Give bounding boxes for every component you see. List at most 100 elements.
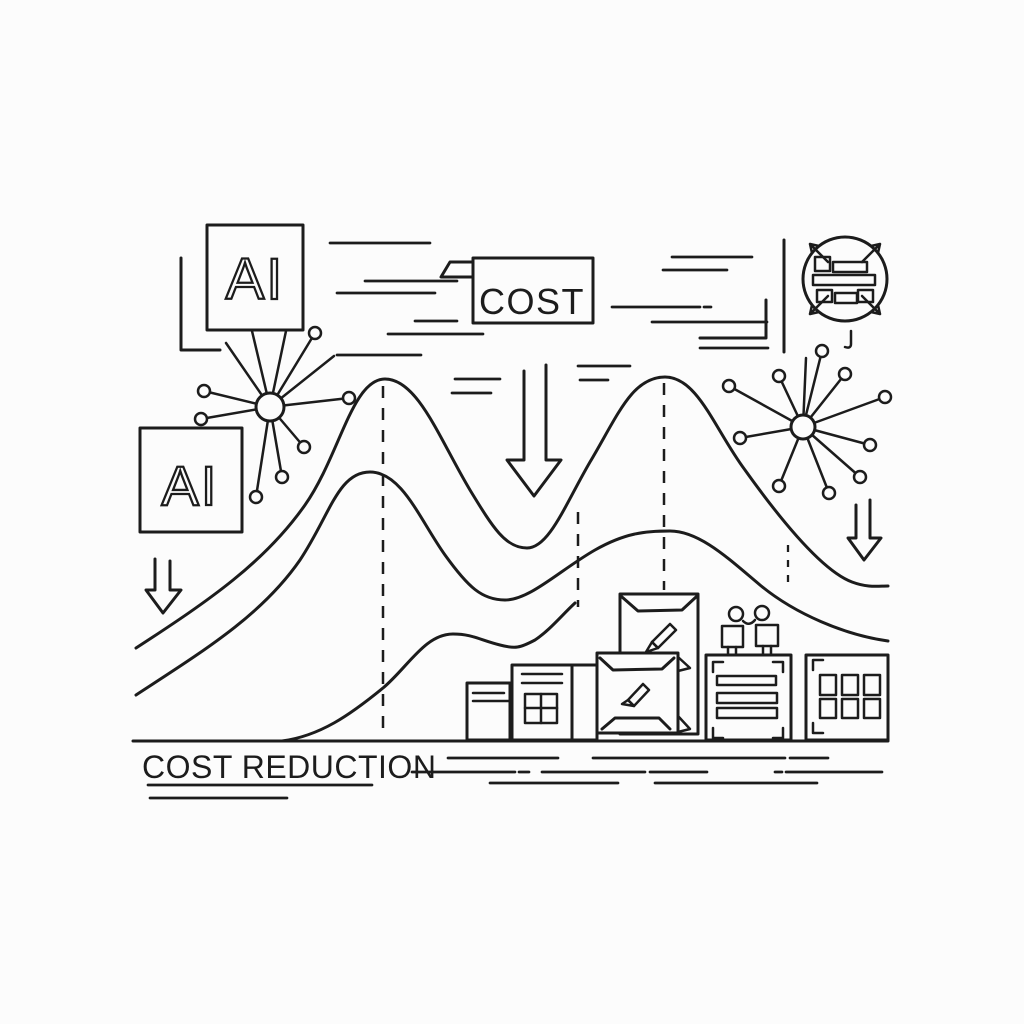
expand-arrow: [860, 294, 882, 316]
data-bar: [811, 273, 877, 287]
pencil-tip: [620, 698, 636, 708]
two-people-icon: [720, 604, 780, 657]
data-bar: [815, 288, 834, 304]
server-bar: [715, 706, 779, 720]
person-body: [754, 623, 780, 648]
person-arm: [741, 618, 757, 625]
speed-lines: [328, 241, 884, 785]
neuron-dot: [821, 485, 837, 501]
person-body: [720, 624, 745, 649]
corner-bracket: [711, 726, 725, 740]
ai-badge-label: AI: [226, 247, 285, 312]
j-mark: [843, 329, 853, 349]
corner-bracket: [771, 660, 785, 674]
person-head: [727, 605, 745, 623]
window-building: [510, 663, 599, 742]
envelope-flap: [620, 595, 698, 613]
window-cell: [818, 673, 838, 697]
envelope-flap-bottom: [600, 716, 672, 731]
down-arrow-small-left: [144, 557, 183, 615]
caption-block: COST REDUCTION: [142, 749, 436, 800]
corner-fold: [676, 714, 692, 734]
building-frame: [804, 653, 890, 742]
expand-arrows: [808, 242, 882, 316]
neuron-dot: [814, 343, 830, 359]
neuron-dot: [248, 489, 264, 505]
corner-bracket: [711, 660, 725, 674]
flag-fold: [439, 260, 475, 279]
neuron-icon-left: [193, 325, 357, 505]
server-building: [704, 604, 793, 742]
neuron-dot: [837, 366, 853, 382]
data-bar: [813, 255, 832, 273]
neuron-dot: [307, 325, 323, 341]
flag-frame: [471, 256, 595, 325]
neuron-dot: [732, 430, 748, 446]
circle-frame: [801, 235, 889, 323]
corner-bracket: [811, 658, 825, 672]
building-frame: [465, 681, 512, 742]
curve-bottom: [280, 601, 577, 743]
person-legs: [726, 644, 773, 657]
window-cell: [840, 697, 860, 720]
ai-badge-frame: [138, 426, 244, 534]
grid-building: [804, 653, 890, 742]
cost-label: COST: [479, 281, 585, 322]
curve-top: [134, 375, 890, 650]
pencil-icon: [644, 622, 678, 654]
pencil-icon: [620, 682, 651, 708]
corner-bracket: [811, 721, 825, 735]
window-cell: [840, 673, 860, 697]
neuron-dot: [862, 437, 878, 453]
neuron-dot: [721, 378, 737, 394]
neuron-dot: [193, 411, 209, 427]
expand-arrow: [808, 242, 830, 264]
data-bar: [856, 288, 875, 304]
neuron-core: [789, 413, 817, 441]
window-cell: [862, 673, 882, 697]
server-bar: [715, 691, 779, 705]
compress-circle-icon: [801, 235, 889, 349]
right-corner-bracket: [698, 298, 768, 340]
ai-badge-frame: [205, 223, 305, 332]
neuron-dot: [877, 389, 893, 405]
city-row: [465, 592, 890, 742]
cost-flag: COST: [439, 256, 595, 325]
neuron-core: [254, 391, 286, 423]
window-cell: [862, 697, 882, 720]
ai-badge-lower: AI: [138, 426, 244, 534]
ai-badge-top: AI: [205, 223, 305, 332]
envelope-flap: [598, 656, 676, 672]
bell-curves: [134, 375, 890, 743]
caption-text: COST REDUCTION: [142, 749, 436, 785]
neuron-dot: [296, 439, 312, 455]
neuron-ray: [801, 395, 887, 429]
corner-bracket: [771, 726, 785, 740]
neuron-ray: [727, 384, 805, 429]
person-head: [753, 604, 771, 622]
neuron-dot: [852, 469, 868, 485]
neuron-dot: [771, 368, 787, 384]
neuron-icon-right: [721, 343, 893, 501]
doc-building: [465, 681, 512, 742]
down-arrow-small-right: [846, 498, 883, 562]
window-cell: [818, 697, 838, 720]
pencil-tip: [644, 640, 660, 654]
data-bar: [833, 291, 859, 305]
dashed-guides: [381, 383, 790, 728]
ai-badge-label: AI: [162, 454, 219, 517]
neuron-dot: [341, 390, 357, 406]
down-arrow-large: [505, 363, 563, 498]
neuron-dot: [771, 478, 787, 494]
neuron-dot: [196, 383, 212, 399]
expand-arrow: [808, 294, 830, 316]
data-bar: [831, 260, 869, 274]
envelope-front: [595, 651, 692, 735]
server-bar: [715, 674, 778, 687]
curve-middle: [134, 470, 890, 697]
corner-fold: [676, 655, 692, 673]
expand-arrow: [860, 242, 882, 264]
left-corner-bracket: [179, 256, 222, 352]
